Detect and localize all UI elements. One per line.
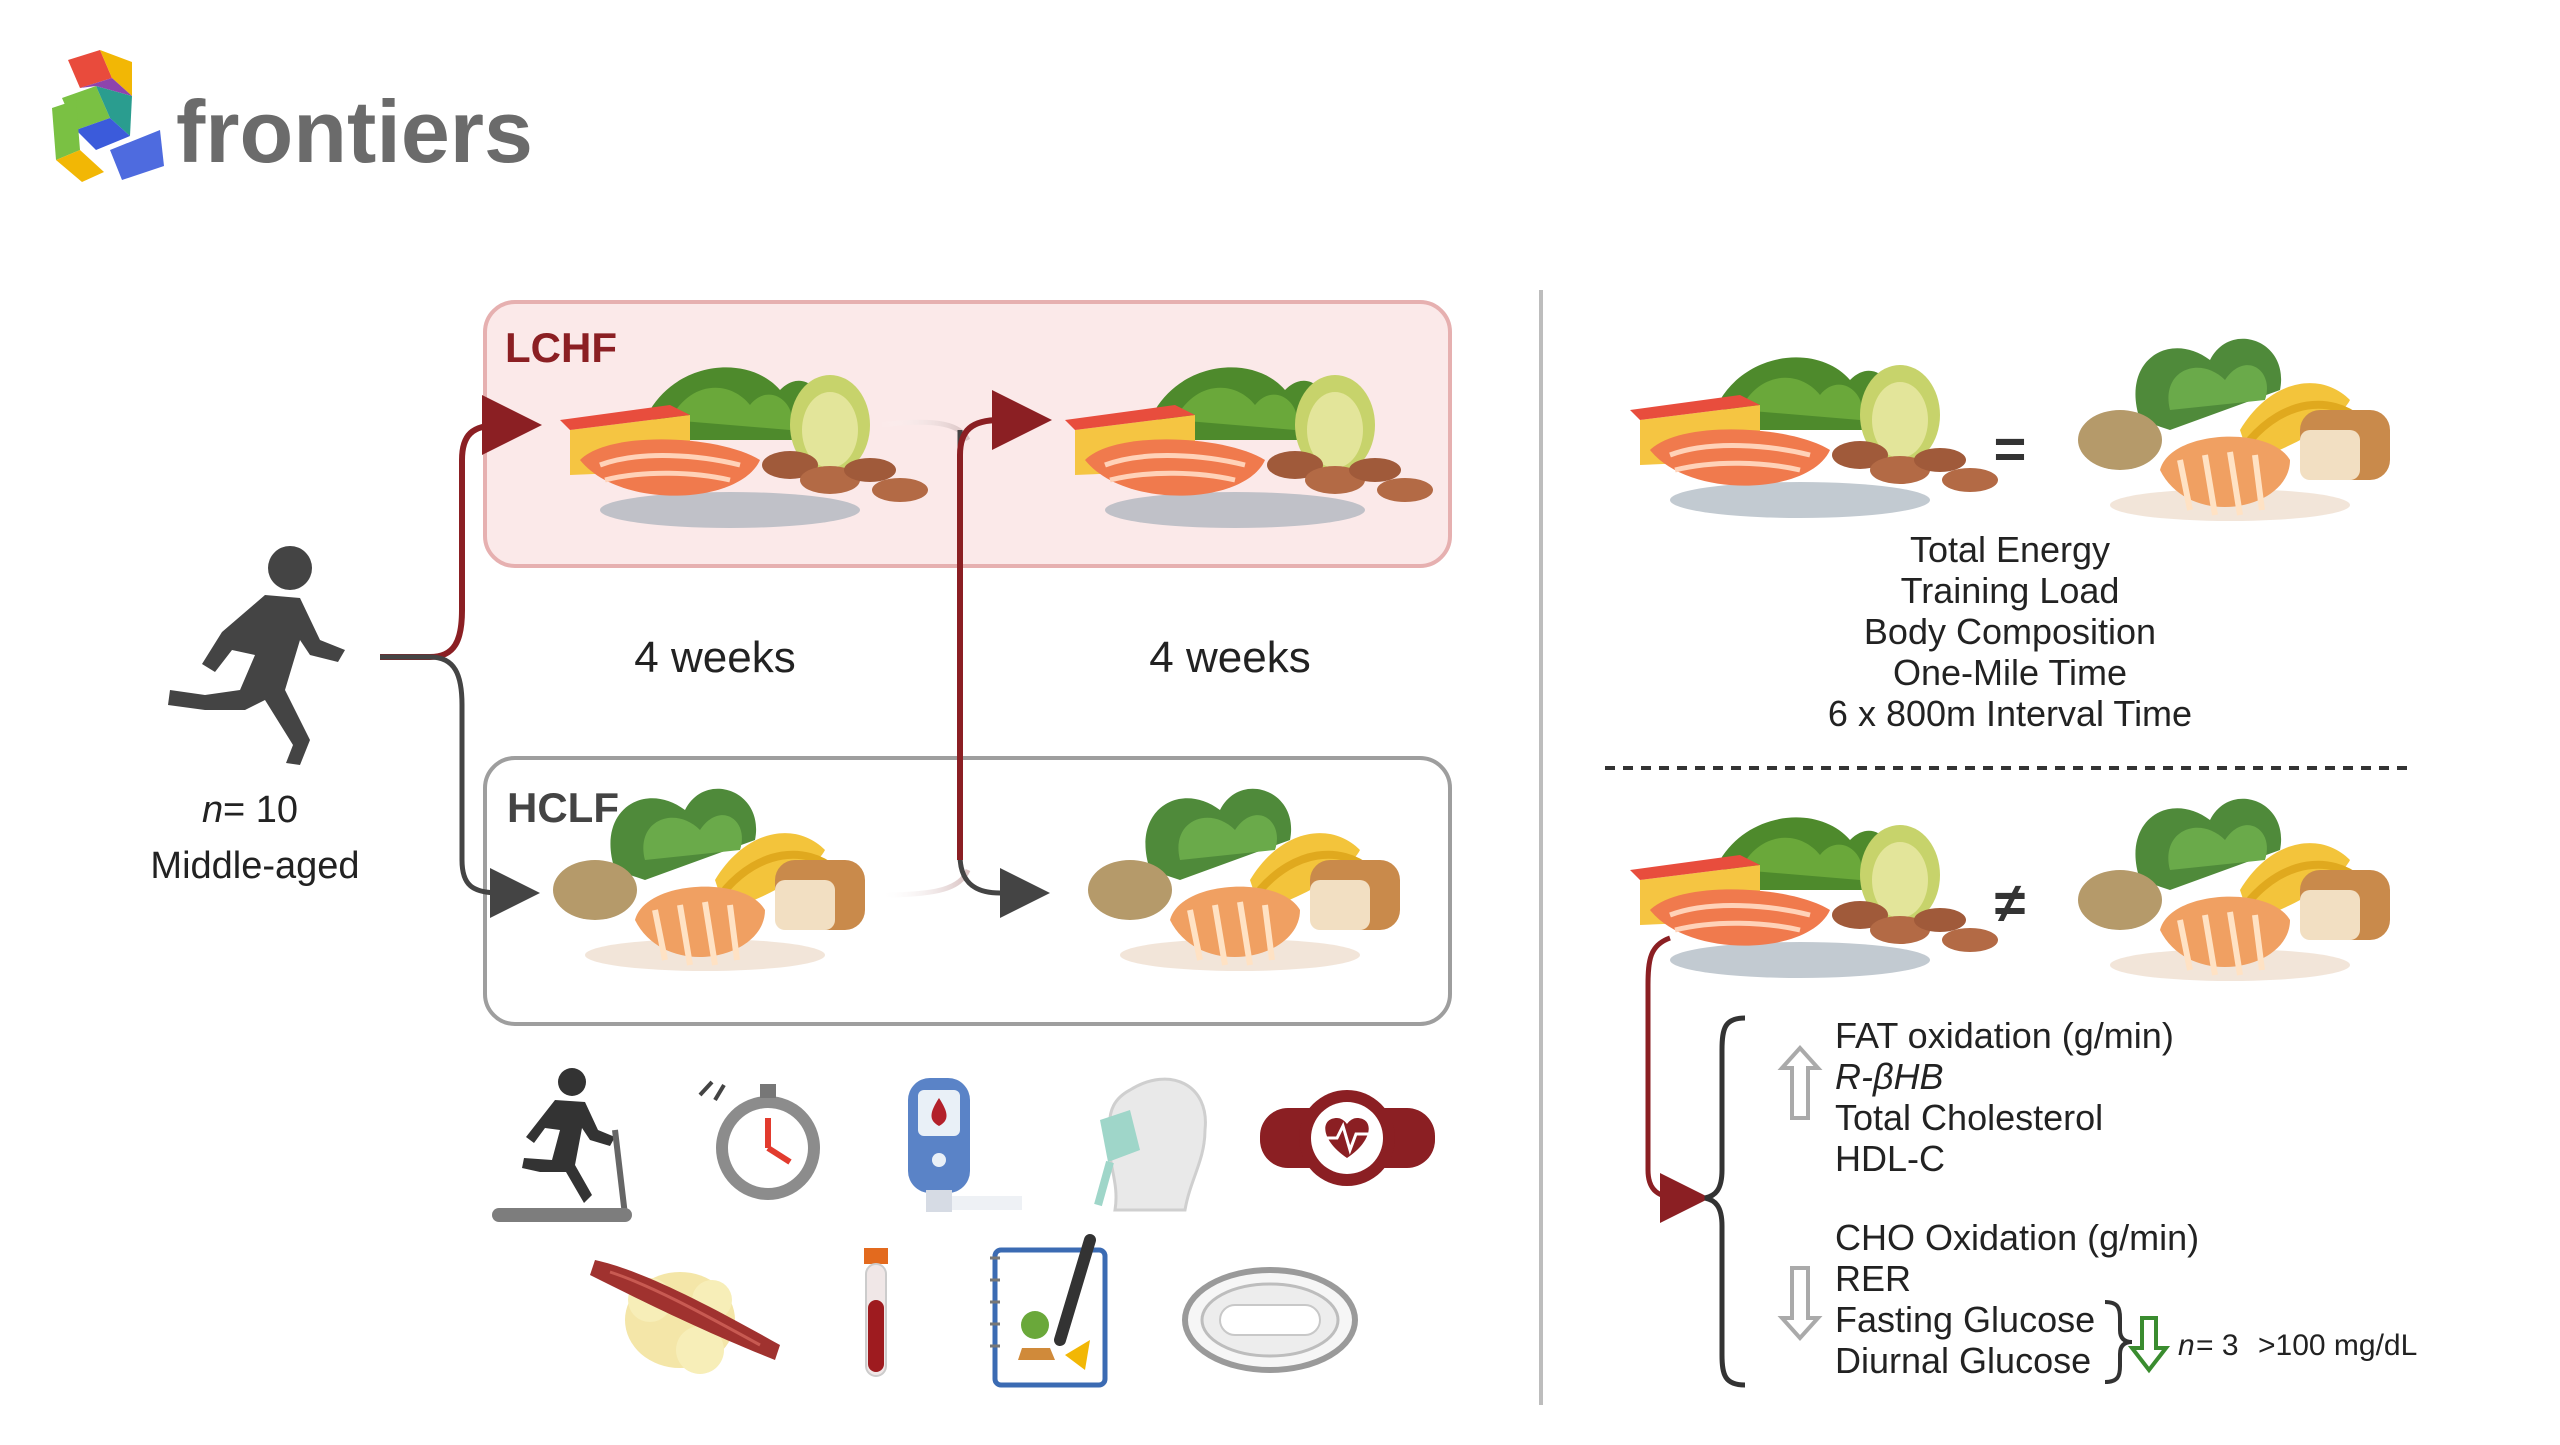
lchf-effect-arrow bbox=[1645, 935, 1710, 1223]
green-decrease-arrow-icon bbox=[2127, 1316, 2171, 1374]
arrow-to-lchf bbox=[380, 395, 542, 660]
crossover-arrow-hclf-to-lchf bbox=[957, 390, 1052, 860]
participants-n-label: n bbox=[202, 789, 223, 831]
equal-sign: = bbox=[1994, 417, 2027, 480]
decreased-outcomes-list: CHO Oxidation (g/min) RER Fasting Glucos… bbox=[1835, 1217, 2199, 1381]
treadmill-runner-icon bbox=[492, 1068, 632, 1222]
increased-outcome-item: FAT oxidation (g/min) bbox=[1835, 1015, 2174, 1056]
respiratory-mask-icon bbox=[1094, 1077, 1207, 1212]
glucose-sensor-icon bbox=[1182, 1267, 1358, 1373]
decrease-arrow-icon bbox=[1777, 1266, 1823, 1341]
decreased-outcome-item: CHO Oxidation (g/min) bbox=[1835, 1217, 2199, 1258]
heart-rate-watch-icon bbox=[1260, 1090, 1435, 1186]
equal-hclf-foods-image bbox=[2078, 339, 2390, 521]
subgroup-threshold: >100 mg/dL bbox=[2258, 1329, 2417, 1362]
arrow-to-hclf bbox=[380, 654, 540, 918]
participants-count: = 10 bbox=[223, 789, 298, 831]
increased-outcomes-list: FAT oxidation (g/min) R-βHB Total Choles… bbox=[1835, 1015, 2174, 1179]
period-2-duration: 4 weeks bbox=[1149, 633, 1310, 682]
food-diary-icon bbox=[990, 1234, 1108, 1388]
equal-lchf-foods-image bbox=[1630, 357, 1998, 518]
runner-icon bbox=[168, 546, 345, 765]
lchf-label: LCHF bbox=[505, 324, 617, 371]
participants-group: Middle-aged bbox=[150, 845, 359, 887]
equal-outcome-item: Body Composition bbox=[1864, 611, 2156, 652]
frontiers-logo: frontiers bbox=[52, 50, 533, 182]
results-brace bbox=[1704, 1015, 1746, 1388]
not-equal-sign: ≠ bbox=[1995, 871, 2026, 934]
equal-outcome-item: Total Energy bbox=[1910, 529, 2110, 570]
decreased-outcome-item: RER bbox=[1835, 1258, 1911, 1299]
subgroup-count: = 3 bbox=[2196, 1329, 2239, 1362]
equal-outcomes-list: Total Energy Training Load Body Composit… bbox=[1828, 529, 2192, 734]
increased-outcome-item: Total Cholesterol bbox=[1835, 1097, 2103, 1138]
decreased-outcome-item: Diurnal Glucose bbox=[1835, 1340, 2091, 1381]
increase-arrow-icon bbox=[1777, 1045, 1823, 1120]
glucose-subgroup-brace bbox=[2104, 1300, 2133, 1384]
different-lchf-foods-image bbox=[1630, 817, 1998, 978]
frontiers-wordmark: frontiers bbox=[176, 82, 533, 181]
muscle-fat-tissue-icon bbox=[590, 1260, 780, 1374]
frontiers-logo-mark bbox=[52, 50, 164, 182]
increased-outcome-item: R-βHB bbox=[1835, 1056, 1944, 1097]
equal-outcome-item: Training Load bbox=[1901, 570, 2120, 611]
stopwatch-icon bbox=[698, 1080, 820, 1200]
equal-outcome-item: One-Mile Time bbox=[1893, 652, 2127, 693]
glucometer-icon bbox=[908, 1078, 1022, 1212]
subgroup-n-label: n bbox=[2178, 1329, 2195, 1362]
equal-outcome-item: 6 x 800m Interval Time bbox=[1828, 693, 2192, 734]
decreased-outcome-item: Fasting Glucose bbox=[1835, 1299, 2095, 1340]
period-1-duration: 4 weeks bbox=[634, 633, 795, 682]
hclf-label: HCLF bbox=[507, 784, 619, 831]
blood-tube-icon bbox=[864, 1248, 888, 1377]
increased-outcome-item: HDL-C bbox=[1835, 1138, 1945, 1179]
different-hclf-foods-image bbox=[2078, 799, 2390, 981]
